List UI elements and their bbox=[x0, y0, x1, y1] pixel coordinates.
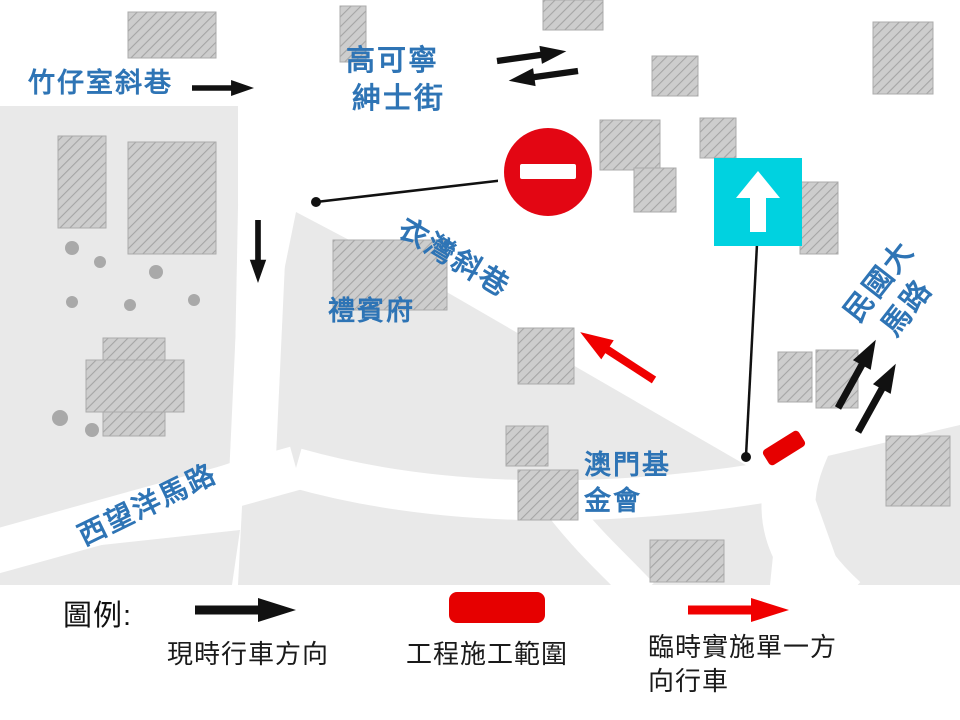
one-way-straight-ahead-sign bbox=[714, 158, 802, 246]
map-svg: 竹仔室斜巷 高可寧 紳士街 衣灣斜巷 禮賓府 民國大 馬路 澳門基 金會 西望洋… bbox=[0, 0, 960, 592]
garden-trees bbox=[52, 241, 200, 437]
one-way-leader-line bbox=[744, 243, 759, 457]
legend: 圖例: 現時行車方向 工程施工範圍 臨時實施單一方向行車 bbox=[0, 588, 960, 720]
temp-one-way-arrow-icon bbox=[688, 598, 789, 622]
street-label-gaokening-line2: 紳士街 bbox=[352, 81, 445, 115]
street-label-zhuzaishi: 竹仔室斜巷 bbox=[27, 67, 173, 98]
no-entry-location-dot bbox=[311, 197, 321, 207]
current-direction-arrow-icon bbox=[195, 598, 296, 622]
road-xiwangyang bbox=[0, 446, 302, 574]
one-way-location-dot bbox=[741, 452, 751, 462]
place-label-libinfu: 禮賓府 bbox=[328, 295, 415, 326]
legend-label-current-direction: 現時行車方向 bbox=[167, 639, 330, 669]
legend-label-temp-one-way: 臨時實施單一方向行車 bbox=[648, 632, 838, 696]
no-entry-sign bbox=[498, 126, 598, 218]
construction-zone-swatch bbox=[449, 592, 545, 623]
place-label-macao-foundation-line2: 金會 bbox=[583, 485, 642, 516]
place-label-macao-foundation-line1: 澳門基 bbox=[584, 450, 671, 480]
map-area: 竹仔室斜巷 高可寧 紳士街 衣灣斜巷 禮賓府 民國大 馬路 澳門基 金會 西望洋… bbox=[0, 0, 960, 592]
street-label-gaokening-line1: 高可寧 bbox=[346, 43, 439, 77]
one-way-arrow-icon bbox=[736, 171, 780, 198]
road-minguo bbox=[761, 136, 960, 592]
construction-zone-marker bbox=[762, 430, 806, 466]
no-entry-leader-line bbox=[315, 178, 506, 204]
road-left-vertical bbox=[229, 60, 286, 480]
legend-title: 圖例: bbox=[63, 600, 133, 632]
road-yiwan bbox=[294, 164, 788, 476]
buildings bbox=[57, 0, 951, 583]
legend-label-construction-zone: 工程施工範圍 bbox=[406, 639, 569, 669]
road-gaokening bbox=[328, 17, 960, 113]
